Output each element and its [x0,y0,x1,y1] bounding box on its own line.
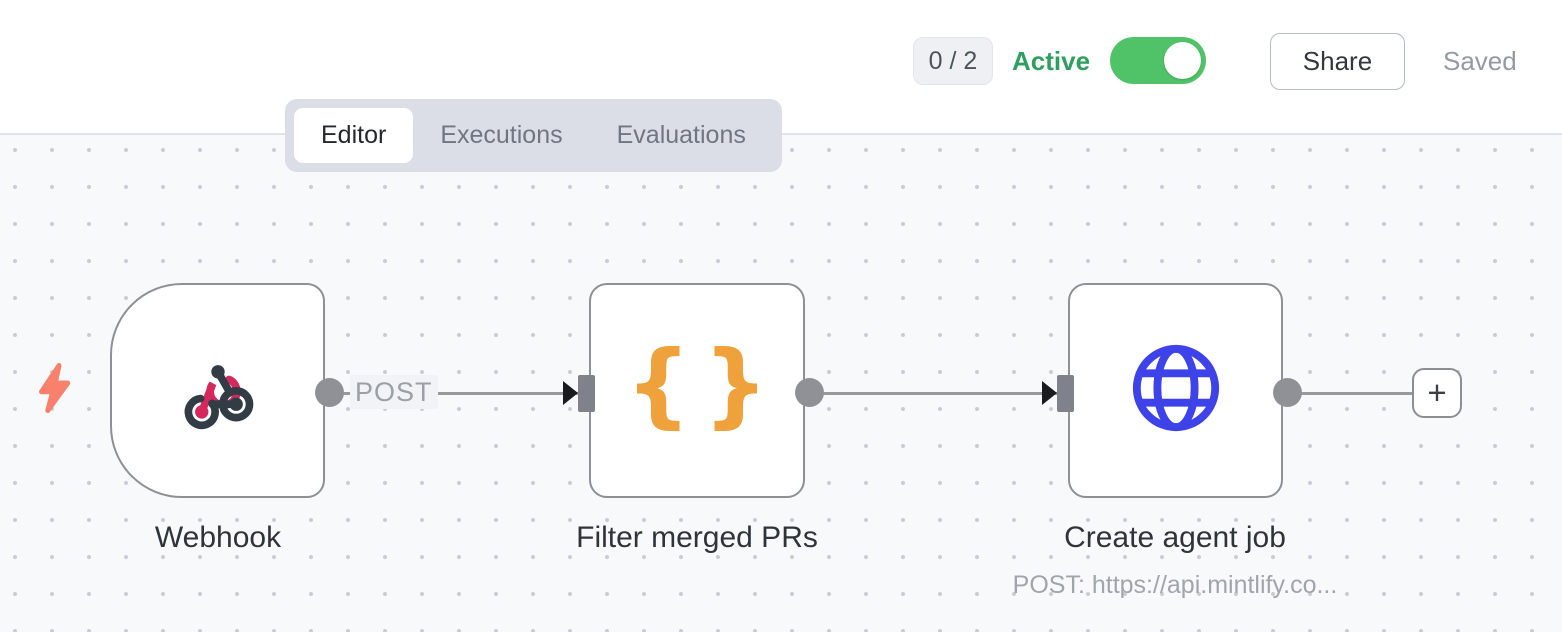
toggle-knob [1164,42,1201,79]
connection-webhook-filter[interactable] [330,392,578,395]
node-filter-merged-prs[interactable]: { } [589,283,805,498]
globe-icon [1129,341,1223,440]
output-port-webhook[interactable] [315,378,344,407]
node-subtitle-http: POST: https://api.mintlify.co... [1012,571,1338,599]
tab-editor[interactable]: Editor [294,108,414,163]
arrowhead-icon [1042,381,1057,405]
output-port-filter[interactable] [795,378,824,407]
issues-counter-badge[interactable]: 0 / 2 [913,37,993,85]
node-title-filter: Filter merged PRs [576,521,818,554]
input-port-filter [578,375,595,412]
node-webhook[interactable] [110,283,325,498]
tab-executions[interactable]: Executions [440,121,563,149]
saved-status: Saved [1443,45,1517,76]
tab-evaluations[interactable]: Evaluations [616,121,746,149]
trigger-bolt-icon [31,363,77,418]
input-port-http [1057,375,1074,412]
share-button[interactable]: Share [1270,33,1405,90]
node-title-http: Create agent job [1064,521,1286,554]
active-label: Active [1012,45,1091,76]
webhook-icon [175,345,261,436]
workflow-canvas[interactable]: POST [0,135,1562,632]
output-port-http[interactable] [1273,378,1302,407]
add-node-button[interactable]: + [1412,368,1462,418]
arrowhead-icon [563,381,578,405]
node-title-webhook: Webhook [154,521,282,554]
view-tabs: Editor Executions Evaluations [285,99,782,172]
connection-http-add[interactable] [1288,392,1414,395]
connection-method-label: POST [350,375,438,409]
node-create-agent-job[interactable] [1068,283,1283,498]
active-toggle[interactable] [1110,37,1206,84]
code-braces-icon: { } [625,330,769,438]
connection-filter-http[interactable] [810,392,1057,395]
